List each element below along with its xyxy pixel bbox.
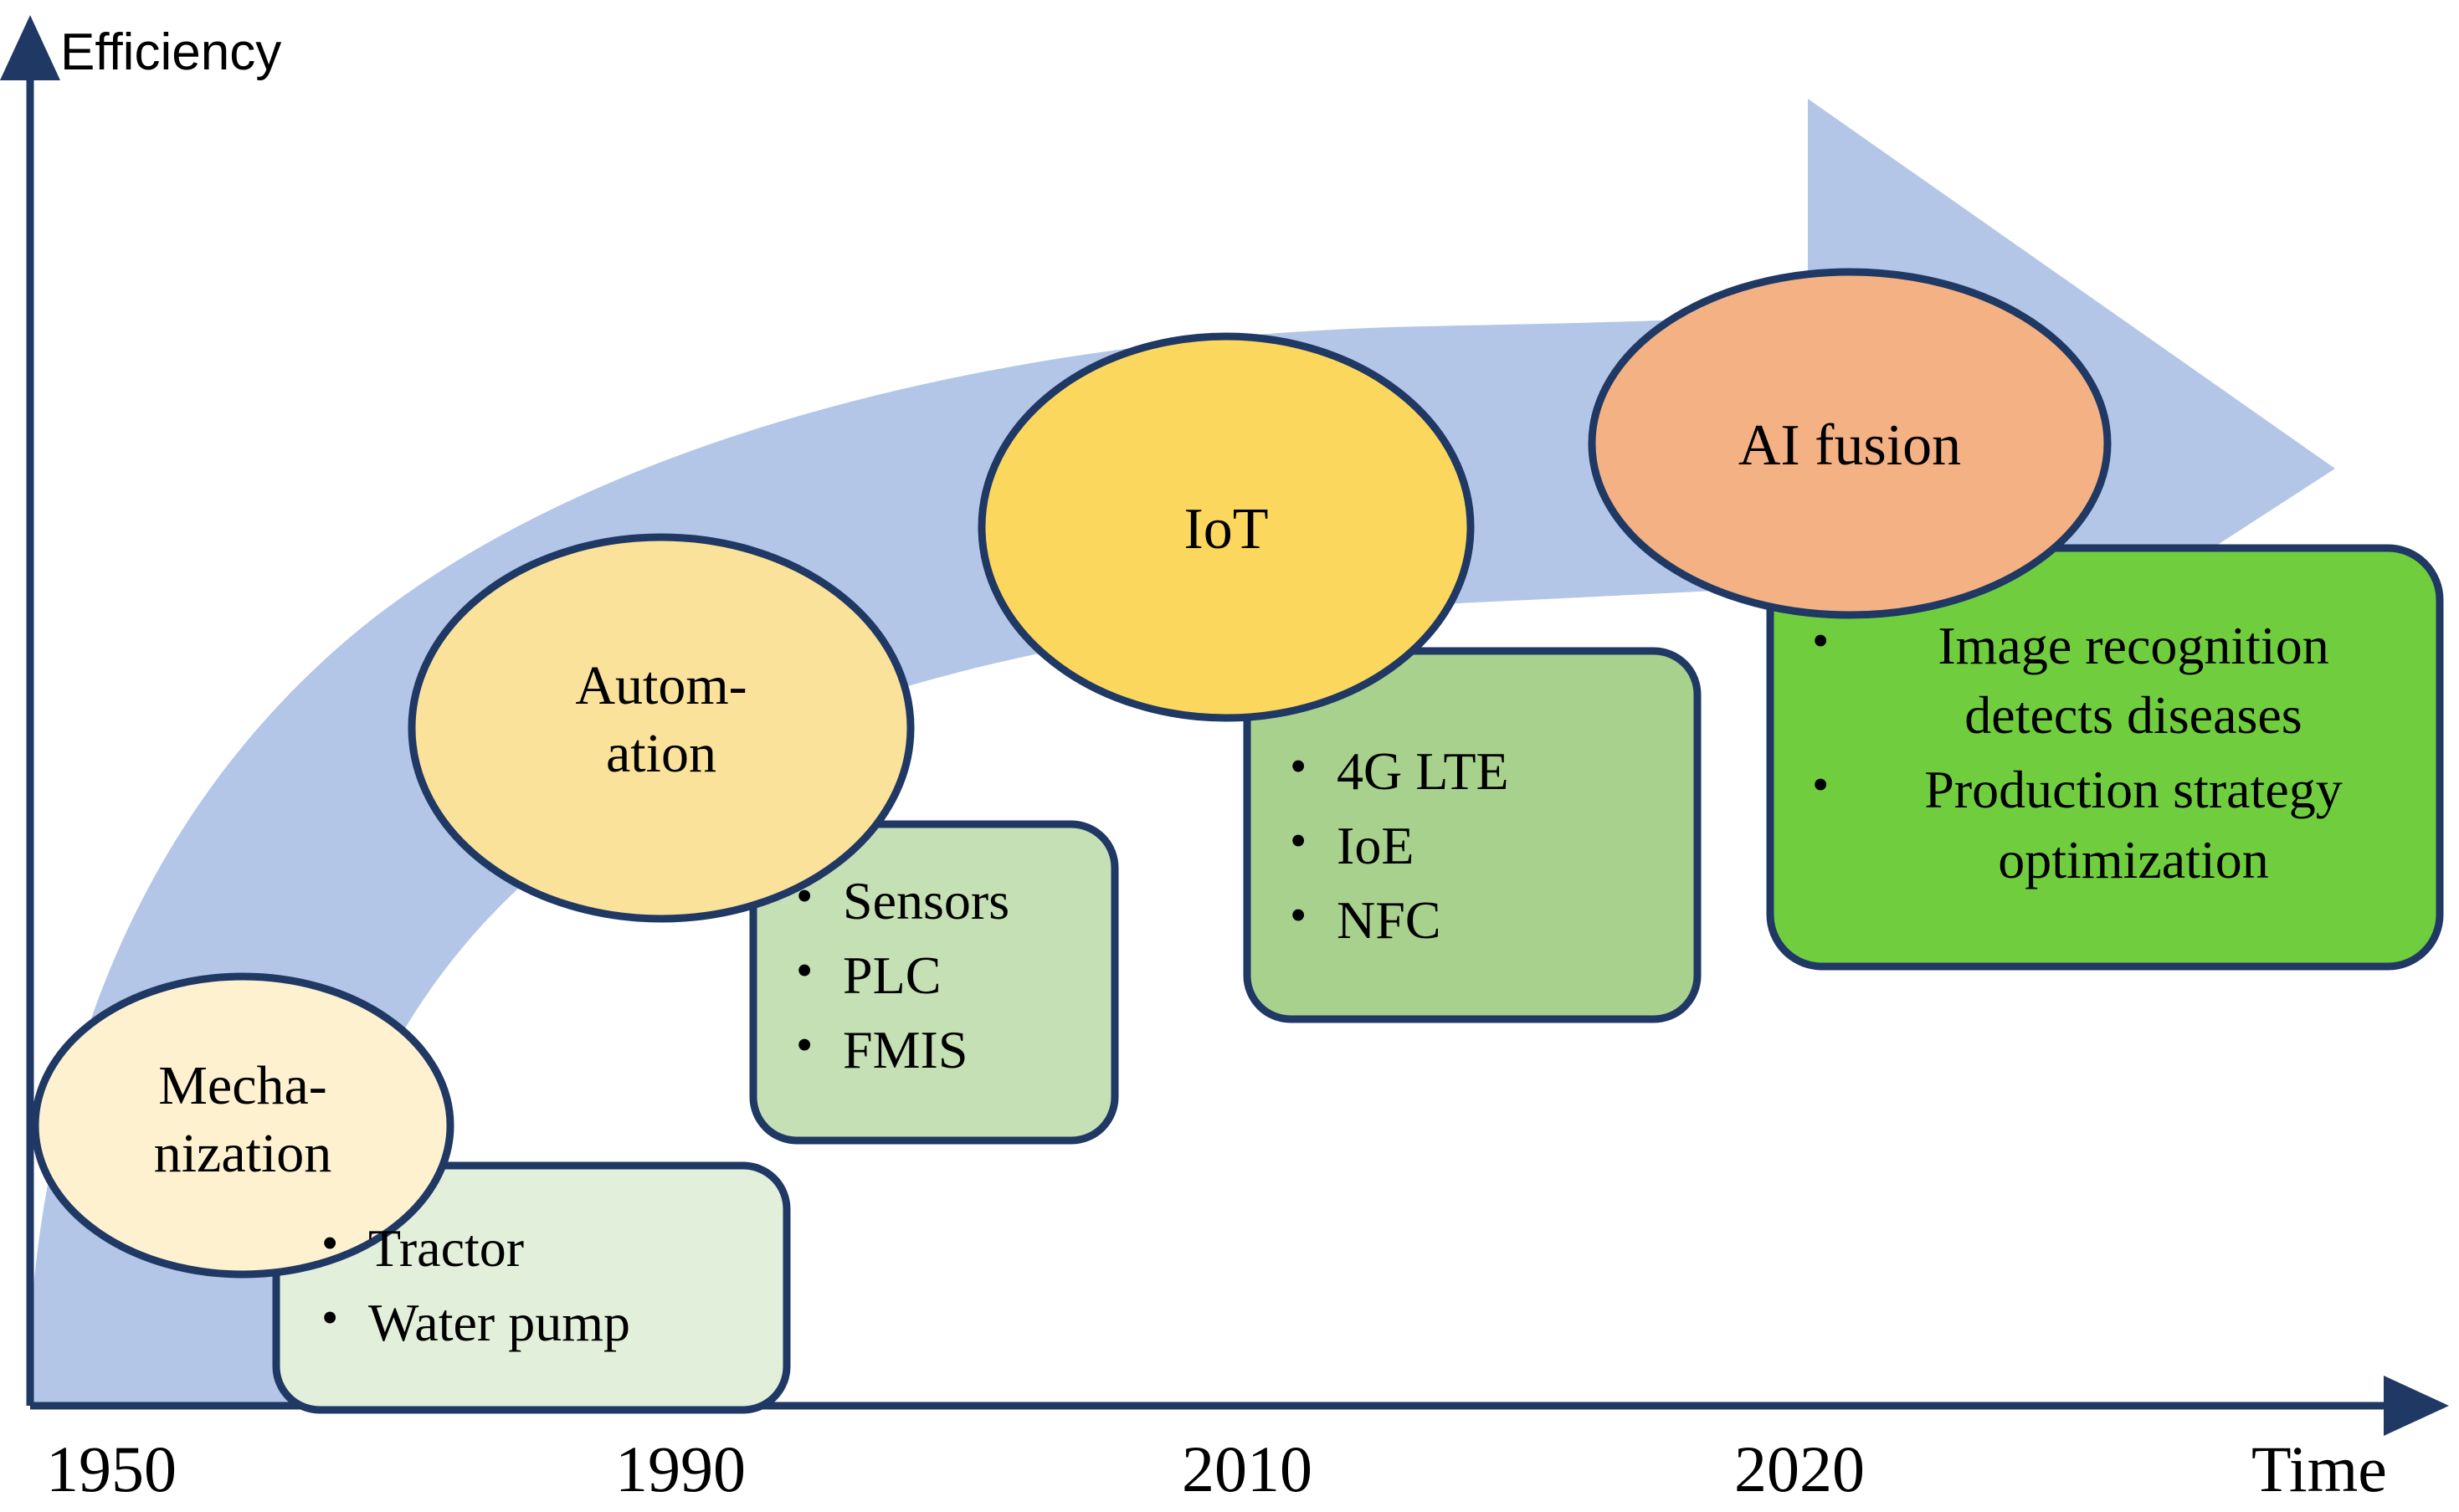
stage-label-automation: Autom- ation bbox=[575, 655, 747, 784]
list-item: PLC bbox=[791, 939, 1126, 1010]
stage-bullets-iot: 4G LTE IoE NFC bbox=[1285, 735, 1703, 961]
list-item: Sensors bbox=[791, 864, 1126, 935]
x-axis-arrowhead bbox=[2384, 1376, 2449, 1436]
list-item: IoE bbox=[1285, 809, 1703, 880]
list-item: Production strategy optimization bbox=[1812, 753, 2406, 894]
stage-label-iot: IoT bbox=[1183, 497, 1269, 561]
stage-ellipse-automation[interactable] bbox=[408, 533, 915, 923]
list-item: 4G LTE bbox=[1285, 735, 1703, 806]
stage-bullets-automation: Sensors PLC FMIS bbox=[791, 864, 1126, 1090]
stage-bullets-mechanization: Tractor Water pump bbox=[316, 1212, 785, 1362]
stage-ellipse-mechanization[interactable] bbox=[31, 972, 454, 1279]
stage-bullets-ai-fusion: Image recognition detects diseases Produ… bbox=[1812, 609, 2406, 900]
x-tick-1950: 1950 bbox=[46, 1433, 177, 1505]
x-tick-2020: 2020 bbox=[1734, 1433, 1865, 1505]
list-item: NFC bbox=[1285, 884, 1703, 955]
list-item: Tractor bbox=[316, 1212, 785, 1283]
list-item: Image recognition detects diseases bbox=[1812, 609, 2406, 750]
x-tick-1990: 1990 bbox=[615, 1433, 746, 1505]
y-axis-title: Efficiency bbox=[60, 23, 282, 81]
list-item: FMIS bbox=[791, 1013, 1126, 1084]
y-axis-arrowhead bbox=[0, 15, 60, 80]
list-item: Water pump bbox=[316, 1286, 785, 1357]
stage-label-mechanization: Mecha- nization bbox=[153, 1055, 332, 1184]
stage-ellipse-iot[interactable] bbox=[978, 332, 1475, 722]
x-axis-title: Time bbox=[2251, 1433, 2387, 1505]
stage-label-ai-fusion: AI fusion bbox=[1738, 413, 1962, 478]
x-tick-2010: 2010 bbox=[1182, 1433, 1312, 1505]
